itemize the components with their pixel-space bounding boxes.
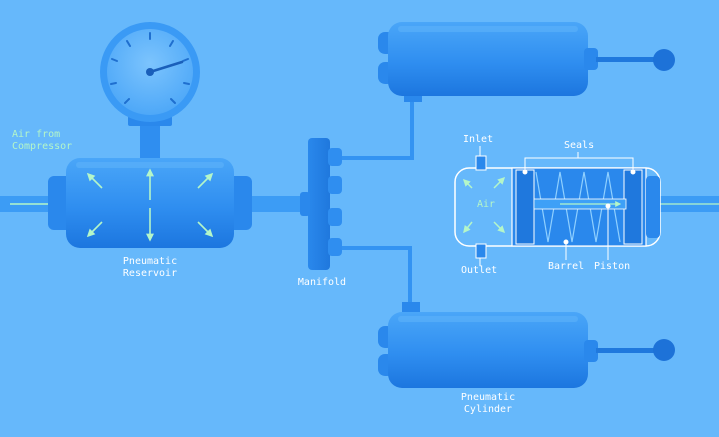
reservoir-to-manifold-pipe: [244, 196, 310, 212]
cylinder-line-2: Cylinder: [463, 404, 513, 415]
seals-label: Seals: [564, 140, 595, 151]
reservoir-line-1: Pneumatic: [122, 256, 178, 267]
reservoir-line-2: Reservoir: [122, 268, 178, 279]
air-label: Air: [477, 199, 496, 210]
air-source-line-1: Air from: [12, 129, 61, 140]
pneumatic-reservoir: [48, 158, 252, 248]
seal-right: [623, 169, 643, 245]
top-pneumatic-cylinder: [378, 22, 675, 102]
cylinder-line-1: Pneumatic: [460, 392, 516, 403]
cylinder-cutaway: [454, 146, 661, 266]
bottom-pneumatic-cylinder: [378, 302, 675, 388]
seal-left: [515, 169, 535, 245]
gauge-needle: [148, 60, 184, 74]
air-source-line-2: Compressor: [12, 141, 73, 152]
barrel-label: Barrel: [548, 261, 585, 272]
manifold: [300, 138, 342, 270]
manifold-to-bottom-cylinder-pipe: [342, 246, 412, 304]
manifold-to-top-cylinder-pipe: [342, 100, 414, 160]
pressure-gauge: [100, 22, 200, 158]
manifold-label: Manifold: [297, 277, 347, 288]
piston-label: Piston: [594, 261, 631, 272]
outlet-label: Outlet: [461, 265, 498, 276]
inlet-label: Inlet: [463, 134, 494, 145]
